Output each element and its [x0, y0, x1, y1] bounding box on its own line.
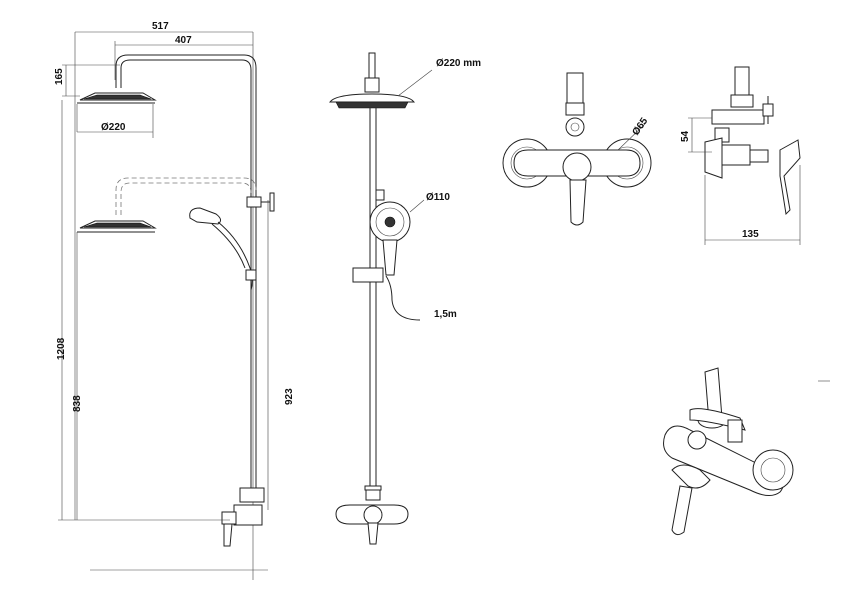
- rain-head-lower: [77, 220, 157, 233]
- dim-valve-depth: 54: [680, 130, 691, 142]
- rain-head-upper: [77, 92, 157, 104]
- dim-total-height: 1208: [56, 337, 67, 360]
- hand-shower-side: [189, 207, 257, 291]
- hand-shower-front: [369, 201, 411, 276]
- valve-side: [221, 487, 265, 547]
- valve-side-view: 54 135: [680, 66, 801, 245]
- dim-outlet-height: 838: [72, 395, 83, 412]
- valve-isometric-view: [663, 367, 794, 536]
- side-view: 517 407 165 Ø220: [54, 21, 295, 580]
- valve-front-view: Ø65: [502, 72, 652, 226]
- dim-hose-length: 1,5m: [434, 309, 457, 320]
- dim-escutcheon-diameter: Ø65: [630, 116, 650, 138]
- dim-head-height: 165: [54, 68, 65, 85]
- dim-head-diameter-front: Ø220 mm: [436, 58, 481, 69]
- dim-arm-length: 407: [175, 35, 192, 46]
- dim-hand-shower-diameter: Ø110: [426, 192, 450, 203]
- dim-overall-width: 517: [152, 21, 169, 32]
- dim-valve-projection: 135: [742, 229, 759, 240]
- dim-rail-height: 923: [284, 388, 295, 405]
- front-view: Ø220 mm Ø110 1,5m: [328, 52, 481, 545]
- dim-head-diameter: Ø220: [101, 122, 126, 133]
